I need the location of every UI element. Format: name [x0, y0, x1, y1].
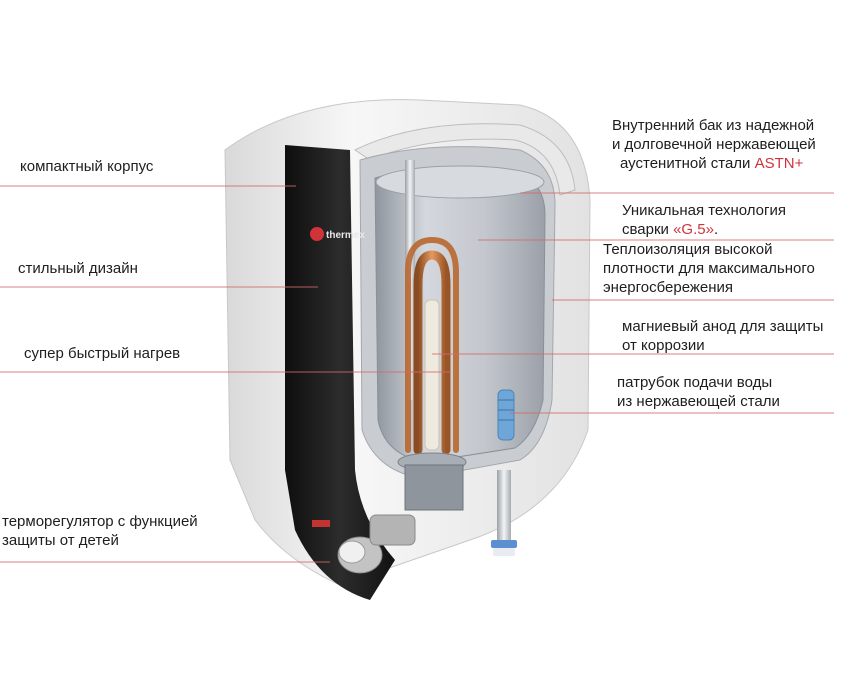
label-insulation: Теплоизоляция высокой плотности для макс… [603, 241, 815, 296]
brand-logo: thermex [310, 227, 365, 241]
label-stylish-design: стильный дизайн [18, 260, 138, 277]
magnesium-anode [424, 299, 440, 451]
g5-accent: «G.5» [673, 221, 714, 238]
flange-block [404, 464, 464, 511]
thermostat-knob [312, 514, 416, 574]
tank-top [375, 165, 545, 199]
inlet-pipe-inner [497, 389, 515, 441]
label-inlet: патрубок подачи воды из нержавеющей стал… [617, 374, 780, 410]
label-compact-body: компактный корпус [20, 158, 154, 175]
outlet-pipe [497, 470, 511, 555]
label-fast-heating: супер быстрый нагрев [24, 345, 181, 362]
label-welding: Уникальная технология сварки «G.5». [622, 202, 786, 238]
label-anode: магниевый анод для защиты от коррозии [622, 318, 824, 354]
inner-tank [374, 166, 546, 463]
heating-element [413, 250, 451, 455]
label-inner-tank: Внутренний бак из надежной и долговечной… [612, 117, 816, 172]
brand-logo-text: thermex [326, 230, 365, 241]
label-thermostat: терморегулятор с функцией защиты от дете… [2, 513, 198, 549]
astn-accent: ASTN+ [754, 155, 804, 172]
